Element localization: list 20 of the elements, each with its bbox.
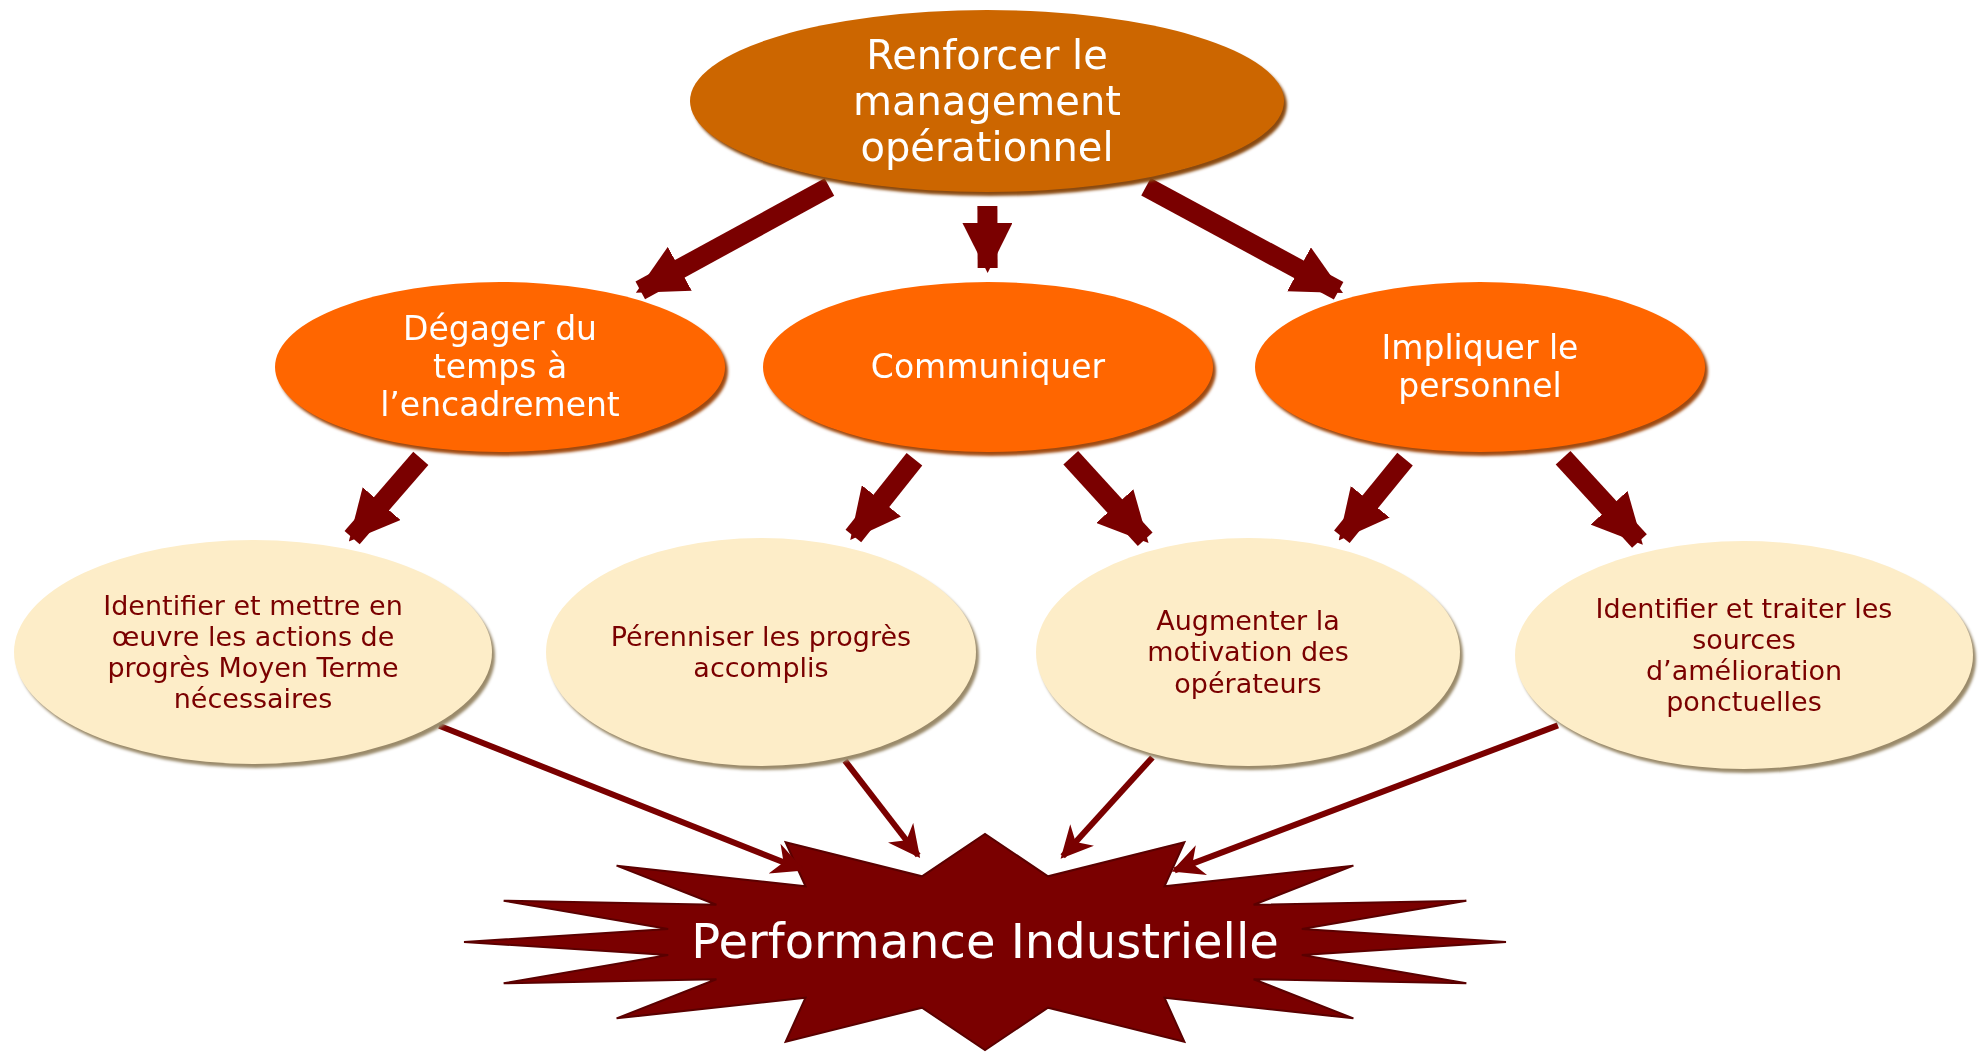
node-label: Impliquer le personnel: [1380, 329, 1580, 405]
block-arrow: [1555, 450, 1647, 548]
node-label: Augmenter la motivation des opérateurs: [1146, 605, 1350, 699]
block-arrow: [962, 205, 1013, 273]
block-arrow: [845, 453, 923, 543]
block-arrow: [1141, 177, 1344, 300]
arrow: [1171, 722, 1559, 876]
node-label: Communiquer: [869, 348, 1107, 386]
node-label: Identifier et mettre en œuvre les actions de progrès Moyen Terme nécessaires: [102, 589, 404, 715]
node-label: Dégager du temps à l’encadrement: [379, 310, 621, 424]
arrow: [842, 758, 921, 858]
block-arrow: [1063, 450, 1153, 547]
arrow: [1060, 755, 1155, 859]
block-arrow: [635, 178, 835, 300]
node-label: Identifier et traiter les sources d’amélioration ponctuelles: [1594, 592, 1894, 718]
node-label: Performance Industrielle: [690, 914, 1280, 970]
node-label: Pérenniser les progrès accomplis: [609, 620, 913, 684]
block-arrow: [344, 451, 429, 545]
node-label: Renforcer le management opérationnel: [852, 32, 1122, 170]
block-arrow: [1334, 452, 1413, 544]
